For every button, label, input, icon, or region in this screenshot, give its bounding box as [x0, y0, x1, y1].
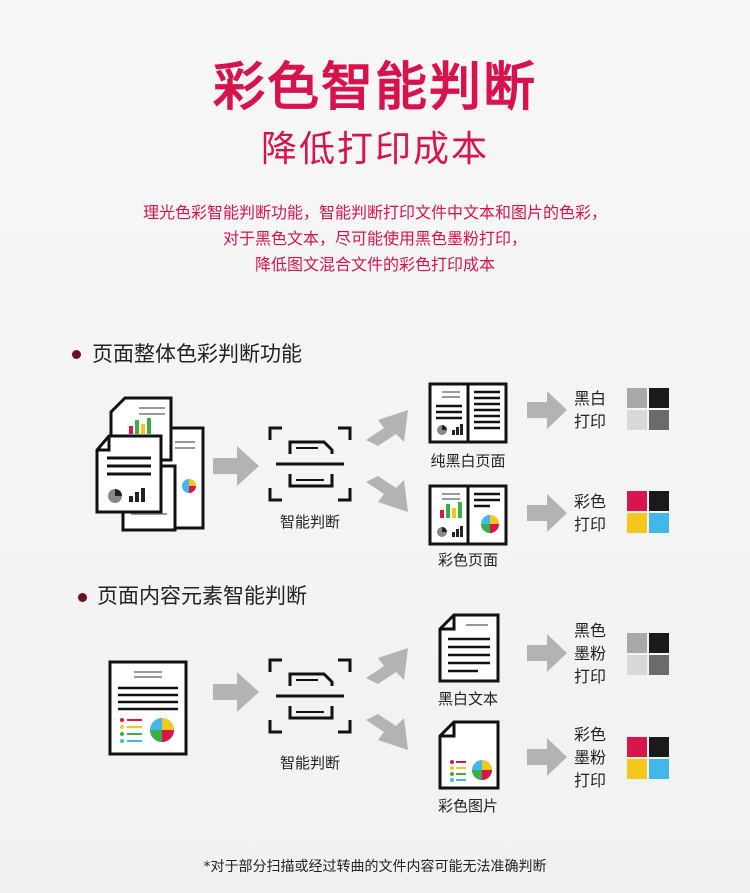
- arrow-up-right-icon: [366, 410, 408, 446]
- arrow-icon: [527, 738, 567, 776]
- document-stack-icon: [95, 396, 205, 532]
- page-title: 彩色智能判断: [212, 58, 537, 118]
- swatch: [649, 491, 669, 511]
- print-mode-line: 彩色: [574, 492, 607, 511]
- print-mode-line: 打印: [574, 412, 607, 431]
- swatch: [649, 759, 669, 779]
- section2-heading: 页面内容元素智能判断: [97, 584, 307, 608]
- swatch: [649, 655, 669, 675]
- print-mode-line: 黑白: [574, 389, 607, 408]
- swatch: [649, 737, 669, 757]
- print-mode-label: 黑白 打印: [574, 387, 606, 433]
- print-mode-label: 彩色 打印: [574, 490, 606, 536]
- output-label: 纯黑白页面: [430, 452, 506, 470]
- arrow-down-right-icon: [366, 714, 408, 750]
- swatch: [627, 633, 647, 653]
- arrow-icon: [213, 446, 259, 486]
- arrow-icon: [527, 391, 567, 429]
- print-mode-line: 打印: [574, 771, 607, 790]
- output-label: 彩色页面: [437, 551, 498, 569]
- arrow-icon: [527, 494, 567, 532]
- print-mode-line: 黑色: [574, 621, 607, 640]
- print-mode-label: 彩色 墨粉 打印: [574, 723, 606, 792]
- arrow-icon: [213, 672, 259, 712]
- section-bullet: [78, 593, 87, 602]
- section1-judge-label: 智能判断: [279, 513, 340, 531]
- output-label: 彩色图片: [437, 797, 498, 815]
- section-bullet: [72, 350, 81, 359]
- swatch: [649, 513, 669, 533]
- scan-judge-icon: [268, 426, 352, 502]
- swatch: [627, 388, 647, 408]
- description-line: 降低图文混合文件的彩色打印成本: [254, 255, 495, 274]
- description: 理光色彩智能判断功能，智能判断打印文件中文本和图片的色彩， 对于黑色文本，尽可能…: [0, 200, 750, 278]
- swatch: [649, 410, 669, 430]
- section1-heading: 页面整体色彩判断功能: [92, 342, 302, 366]
- description-line: 对于黑色文本，尽可能使用黑色墨粉打印，: [222, 229, 527, 248]
- swatch: [627, 737, 647, 757]
- document-icon: [438, 613, 500, 683]
- print-mode-line: 打印: [574, 515, 607, 534]
- swatch: [649, 388, 669, 408]
- swatch: [649, 633, 669, 653]
- footnote: *对于部分扫描或经过转曲的文件内容可能无法准确判断: [203, 859, 547, 875]
- print-mode-line: 彩色: [574, 725, 607, 744]
- swatch: [627, 759, 647, 779]
- swatch: [627, 410, 647, 430]
- section2-judge-label: 智能判断: [279, 754, 340, 772]
- document-icon: [428, 484, 508, 546]
- arrow-down-right-icon: [366, 476, 408, 512]
- arrow-up-right-icon: [366, 648, 408, 684]
- print-mode-line: 打印: [574, 667, 607, 686]
- swatch: [627, 513, 647, 533]
- scan-judge-icon: [268, 658, 352, 734]
- document-icon: [108, 660, 188, 756]
- page-subtitle: 降低打印成本: [260, 129, 489, 170]
- print-mode-line: 墨粉: [574, 748, 607, 767]
- print-mode-line: 墨粉: [574, 644, 607, 663]
- arrow-icon: [527, 634, 567, 672]
- swatch: [627, 655, 647, 675]
- document-icon: [438, 720, 500, 790]
- output-label: 黑白文本: [437, 690, 498, 708]
- print-mode-label: 黑色 墨粉 打印: [574, 619, 606, 688]
- description-line: 理光色彩智能判断功能，智能判断打印文件中文本和图片的色彩，: [142, 203, 607, 222]
- swatch: [627, 491, 647, 511]
- document-icon: [428, 382, 508, 444]
